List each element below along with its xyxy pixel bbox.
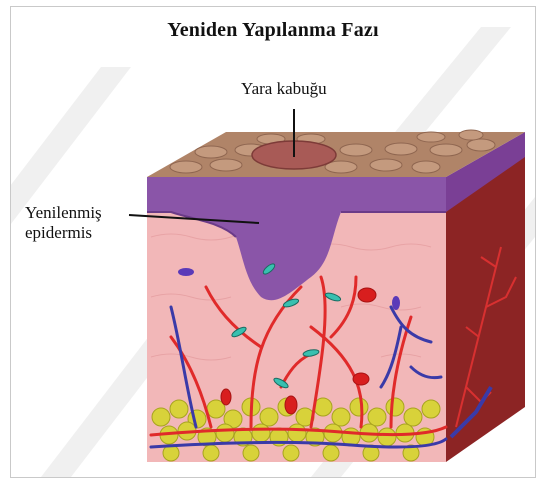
label-scab: Yara kabuğu [241, 79, 327, 99]
label-epidermis-line2: epidermis [25, 223, 102, 243]
diagram-frame: Yeniden Yapılanma Fazı Yara kabuğu Yenil… [10, 6, 536, 478]
label-epidermis-line1: Yenilenmiş [25, 203, 102, 223]
label-regenerated-epidermis: Yenilenmiş epidermis [25, 203, 102, 243]
diagram-title: Yeniden Yapılanma Fazı [11, 19, 535, 42]
